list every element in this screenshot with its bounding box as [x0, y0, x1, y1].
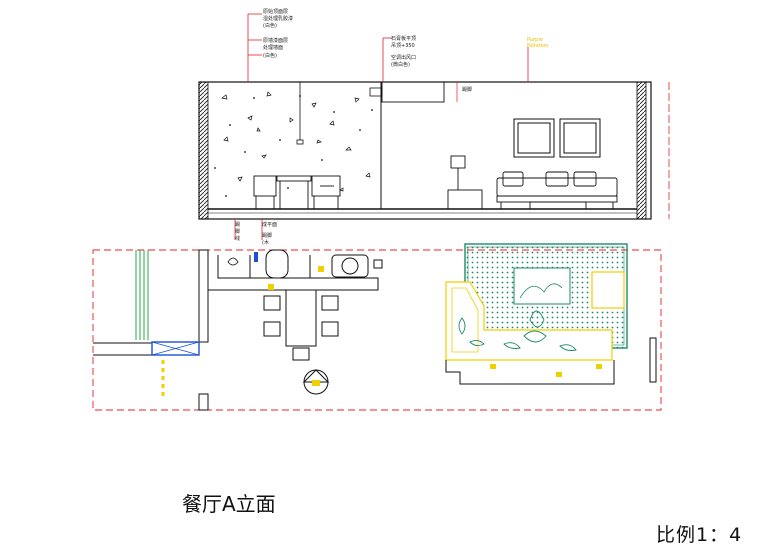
ceiling-note-2a: 原墙漆面层 [263, 37, 288, 44]
bottom-note-4: 成平面 [262, 221, 277, 228]
mid-note-4: (微白色) [391, 61, 410, 68]
ac-vent [369, 87, 383, 97]
mid-note-2: 吊顶+350 [391, 43, 415, 49]
plant-decor [458, 310, 577, 351]
yellow-note-2: Notation [527, 43, 548, 49]
ac-bulkhead [381, 81, 445, 103]
bottom-note-3: 线 [235, 235, 240, 242]
stone-dots [214, 95, 373, 197]
small-blue-mark [254, 252, 258, 262]
sofa-plan [445, 281, 613, 361]
right-small-note: 踢脚 [462, 86, 472, 93]
yellow-note-1: Purple [527, 37, 543, 43]
picture-frames [513, 118, 601, 158]
ceiling-note-2c: (白色) [263, 52, 277, 59]
drawing-title: 餐厅A立面 [182, 492, 276, 516]
annotation-leaders [234, 13, 529, 240]
armchair-plan [591, 271, 625, 309]
elevation-frame [198, 81, 652, 220]
floor-lamp [447, 155, 483, 210]
blue-window [151, 341, 200, 356]
scale-label: 比例1：4 [656, 524, 743, 546]
left-plan-walls [93, 249, 209, 411]
bottom-note-6: (木 [262, 239, 269, 246]
mid-note-1: 石膏板平顶 [391, 35, 416, 42]
section-symbol [302, 369, 330, 395]
stone-texture [221, 91, 371, 192]
ceiling-note-1c: (白色) [263, 22, 277, 29]
living-walls [445, 337, 657, 385]
pendant-lamp [296, 139, 304, 145]
counter-plan [207, 249, 383, 291]
elevation-view [198, 81, 670, 220]
right-wall-hatch [636, 81, 647, 220]
dining-table-plan [263, 289, 339, 361]
plan-boundary [92, 249, 662, 411]
living-area-plan [445, 243, 628, 377]
mid-note-3: 空调出风口 [391, 54, 416, 61]
coffee-table [513, 267, 571, 305]
yellow-light-1 [268, 284, 274, 290]
bottom-note-1: 踢 [235, 222, 240, 228]
sink-icon [227, 257, 239, 266]
ceiling-note-1b: 湿处理乳胶漆 [263, 15, 293, 22]
sofa-elevation [496, 171, 618, 210]
plan-view [92, 243, 662, 411]
ceiling-note-2b: 处理墙面 [263, 44, 283, 51]
annotation-texts: 原始顶面层 湿处理乳胶漆 (白色) 原墙漆面层 处理墙面 (白色) 石膏板平顶 … [235, 8, 548, 246]
dining-set-elevation [253, 175, 341, 209]
ceiling-note-1a: 原始顶面层 [263, 8, 288, 15]
bottom-note-5: 踢脚 [262, 232, 272, 239]
bottom-note-2: 脚 [235, 228, 240, 235]
yellow-light-2 [318, 266, 324, 272]
left-window-frame [135, 250, 149, 340]
left-wall-hatch [198, 81, 209, 220]
